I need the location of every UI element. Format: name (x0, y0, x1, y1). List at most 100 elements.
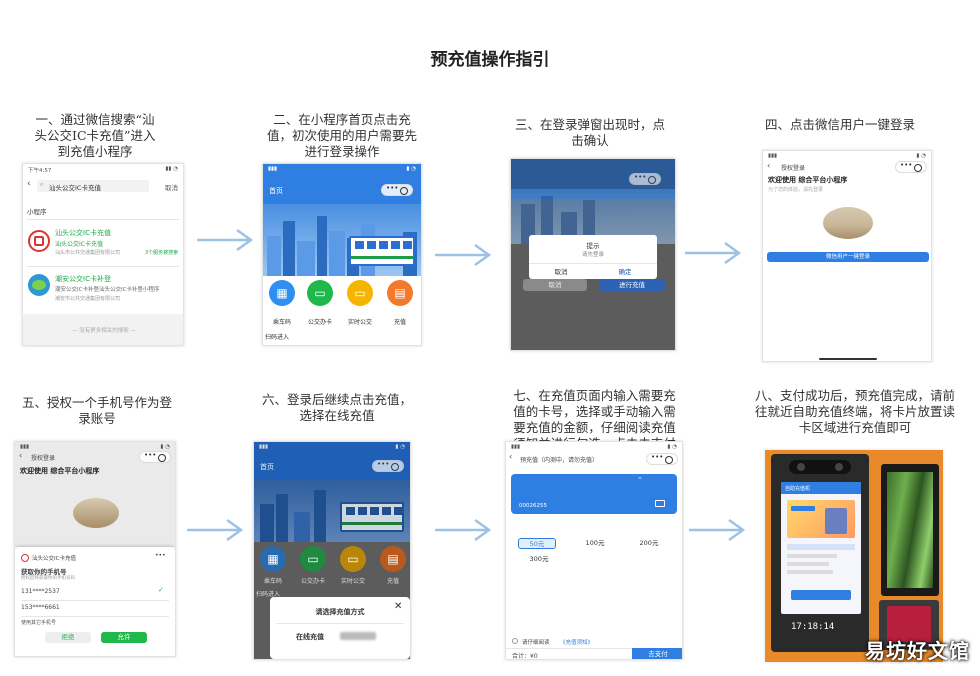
screenshot-recharge-method: ▮▮▮▮ ◔ 首页 ▦ ▭ ▭ ▤ 乘车码 公交办卡 实时公交 充值 扫码进入 … (253, 441, 411, 660)
logo-icon (28, 274, 50, 296)
section-label: 小程序 (27, 208, 47, 216)
capsule-menu[interactable] (895, 161, 927, 173)
back-icon[interactable]: ‹ (27, 179, 31, 189)
phone-option[interactable]: 153****6661 (15, 601, 175, 615)
capsule-menu[interactable] (139, 451, 171, 463)
arrow-right-icon (197, 228, 254, 252)
camera-icon (835, 463, 843, 471)
agree-checkbox[interactable] (512, 638, 518, 644)
bus-icon (340, 502, 404, 532)
result-org: 汕头市公共交通集团有限公司 (55, 250, 121, 256)
icon-label: 公交办卡 (307, 319, 332, 326)
recharge-icon[interactable]: ▤ (387, 280, 413, 306)
welcome-text: 欢迎使用 综合平台小程序 (768, 176, 848, 184)
step-8-caption: 八、支付成功后，预充值完成，请前往就近自助充值终端，将卡片放置读卡区域进行充值即… (755, 388, 956, 435)
dialog-cancel-button[interactable]: 取消 (554, 268, 568, 276)
kiosk-screen: 自助充值机 (781, 482, 861, 614)
screenshot-search: 下午4:57▮▮ ◔ ‹ ⌕ 汕头公交IC卡充值 取消 小程序 汕头公交IC卡充… (22, 163, 184, 346)
watermark-text: 易坊好文馆 (865, 639, 970, 663)
pay-button[interactable]: 去支付 (632, 648, 682, 659)
dialog-title: 提示 (586, 242, 600, 250)
total-amount: 合计：¥0 (512, 653, 538, 660)
recharge-icon[interactable]: ▤ (380, 546, 406, 572)
result-title: 汕头公交IC卡充值 (55, 229, 111, 237)
icon-label: 实时公交 (340, 578, 365, 585)
status-time: 下午4:57 (28, 168, 52, 174)
screenshot-recharge-page: ▮▮▮▮ ◔ ‹ 预充值（内测中，请勿充值） ⌃ 00026255 50元 10… (505, 441, 683, 660)
reject-button[interactable]: 拒绝 (45, 632, 91, 643)
dialog-ok-button[interactable]: 确定 (618, 268, 632, 276)
phone-option[interactable]: 131****2537 ✓ (15, 585, 175, 599)
other-phone-link[interactable]: 使用其它手机号 (21, 620, 57, 626)
phone-number: 131****2537 (21, 588, 60, 595)
icon-label: 乘车码 (272, 319, 291, 326)
agree-text: 请仔细阅读 (522, 640, 550, 646)
qrcode-icon[interactable]: ▦ (260, 546, 286, 572)
amount-option[interactable]: 300元 (529, 555, 549, 563)
welcome-text: 欢迎使用 综合平台小程序 (20, 467, 100, 475)
result-item[interactable]: 潮安公交IC卡补登 潮安公交IC卡补登汕头公交IC卡补登小程序 潮安市公共交通集… (23, 268, 183, 310)
back-icon[interactable]: ‹ (19, 451, 23, 460)
app-logo-icon (21, 554, 29, 562)
check-icon: ✓ (158, 586, 164, 594)
sheet-title: 请选择充值方式 (315, 608, 365, 616)
card-scan-icon[interactable] (655, 500, 665, 507)
bus-card-icon[interactable]: ▭ (300, 546, 326, 572)
realtime-bus-icon[interactable]: ▭ (340, 546, 366, 572)
chevron-up-icon[interactable]: ⌃ (637, 476, 643, 484)
scan-entry-label: 扫码进入 (265, 334, 290, 341)
icon-label: 充值 (393, 319, 406, 326)
logo-icon (28, 230, 50, 252)
amount-option[interactable]: 50元 (518, 538, 556, 549)
screenshot-home: ▮▮▮▮ ◔ 首页 ▦ ▭ ▭ ▤ 乘车码 公交办卡 实时公交 充值 扫码进入 (262, 163, 422, 346)
result-item[interactable]: 汕头公交IC卡充值 汕头公交IC卡充值 汕头市公共交通集团有限公司 3个服务被搜… (23, 222, 183, 264)
screenshot-login-prompt: 提示 请先登录 取消 确定 取消 进行充值 (510, 158, 676, 351)
back-icon[interactable]: ‹ (767, 161, 771, 170)
back-icon[interactable]: ‹ (509, 452, 513, 461)
search-input[interactable]: ⌕ 汕头公交IC卡充值 (37, 180, 149, 192)
bus-icon (349, 236, 415, 266)
qrcode-icon[interactable]: ▦ (269, 280, 295, 306)
arrow-right-icon (187, 518, 244, 542)
search-text: 汕头公交IC卡充值 (49, 184, 101, 192)
ask-title: 获取你的手机号 (21, 568, 67, 576)
capsule-menu[interactable] (381, 184, 413, 196)
close-icon[interactable]: ✕ (394, 601, 403, 612)
capsule-menu[interactable] (646, 453, 678, 465)
arrow-right-icon (689, 518, 746, 542)
avatar (823, 207, 873, 239)
allow-button[interactable]: 允许 (101, 632, 147, 643)
result-sub: 潮安公交IC卡补登汕头公交IC卡补登小程序 (55, 287, 160, 293)
capsule-menu[interactable] (372, 460, 404, 472)
step-5-caption: 五、授权一个手机号作为登录账号 (22, 395, 173, 426)
camera-icon (797, 463, 805, 471)
search-icon: ⌕ (40, 181, 44, 188)
wechat-login-button[interactable]: 微信用户一键登录 (767, 252, 929, 262)
cancel-button[interactable]: 取消 (523, 279, 587, 291)
option-label: 在线充值 (296, 633, 324, 641)
agree-link[interactable]: 《充值须知》 (560, 640, 594, 646)
amount-option[interactable]: 200元 (639, 539, 659, 547)
screen-title: 自助充值机 (785, 486, 811, 492)
result-title: 潮安公交IC卡补登 (55, 275, 111, 283)
realtime-bus-icon[interactable]: ▭ (347, 280, 373, 306)
phone-number: 153****6661 (21, 604, 60, 611)
recharge-button[interactable]: 进行充值 (599, 279, 665, 291)
cancel-link[interactable]: 取消 (165, 184, 178, 192)
dialog-text: 请先登录 (581, 252, 604, 258)
app-name: 汕头公交IC卡充值 (32, 556, 76, 562)
card-number-input[interactable]: 00026255 (519, 503, 547, 509)
no-more-text: — 没有更多相关的搜索 — (72, 328, 136, 334)
kiosk-clock: 17:18:14 (791, 622, 835, 632)
step-3-caption: 三、在登录弹窗出现时，点击确认 (514, 117, 665, 148)
step-4-caption: 四、点击微信用户一键登录 (764, 117, 915, 132)
result-org: 潮安市公共交通集团有限公司 (55, 296, 121, 302)
more-icon[interactable]: ••• (155, 552, 166, 559)
ask-sub: 授权后将获取你的手机号码 (21, 576, 75, 581)
auth-header-title: 授权登录 (31, 455, 56, 462)
online-recharge-option[interactable]: 在线充值 (276, 627, 404, 647)
capsule-menu[interactable] (629, 173, 661, 185)
amount-option[interactable]: 100元 (585, 539, 605, 547)
result-tag: 3个服务被搜索 (145, 250, 179, 256)
bus-card-icon[interactable]: ▭ (307, 280, 333, 306)
